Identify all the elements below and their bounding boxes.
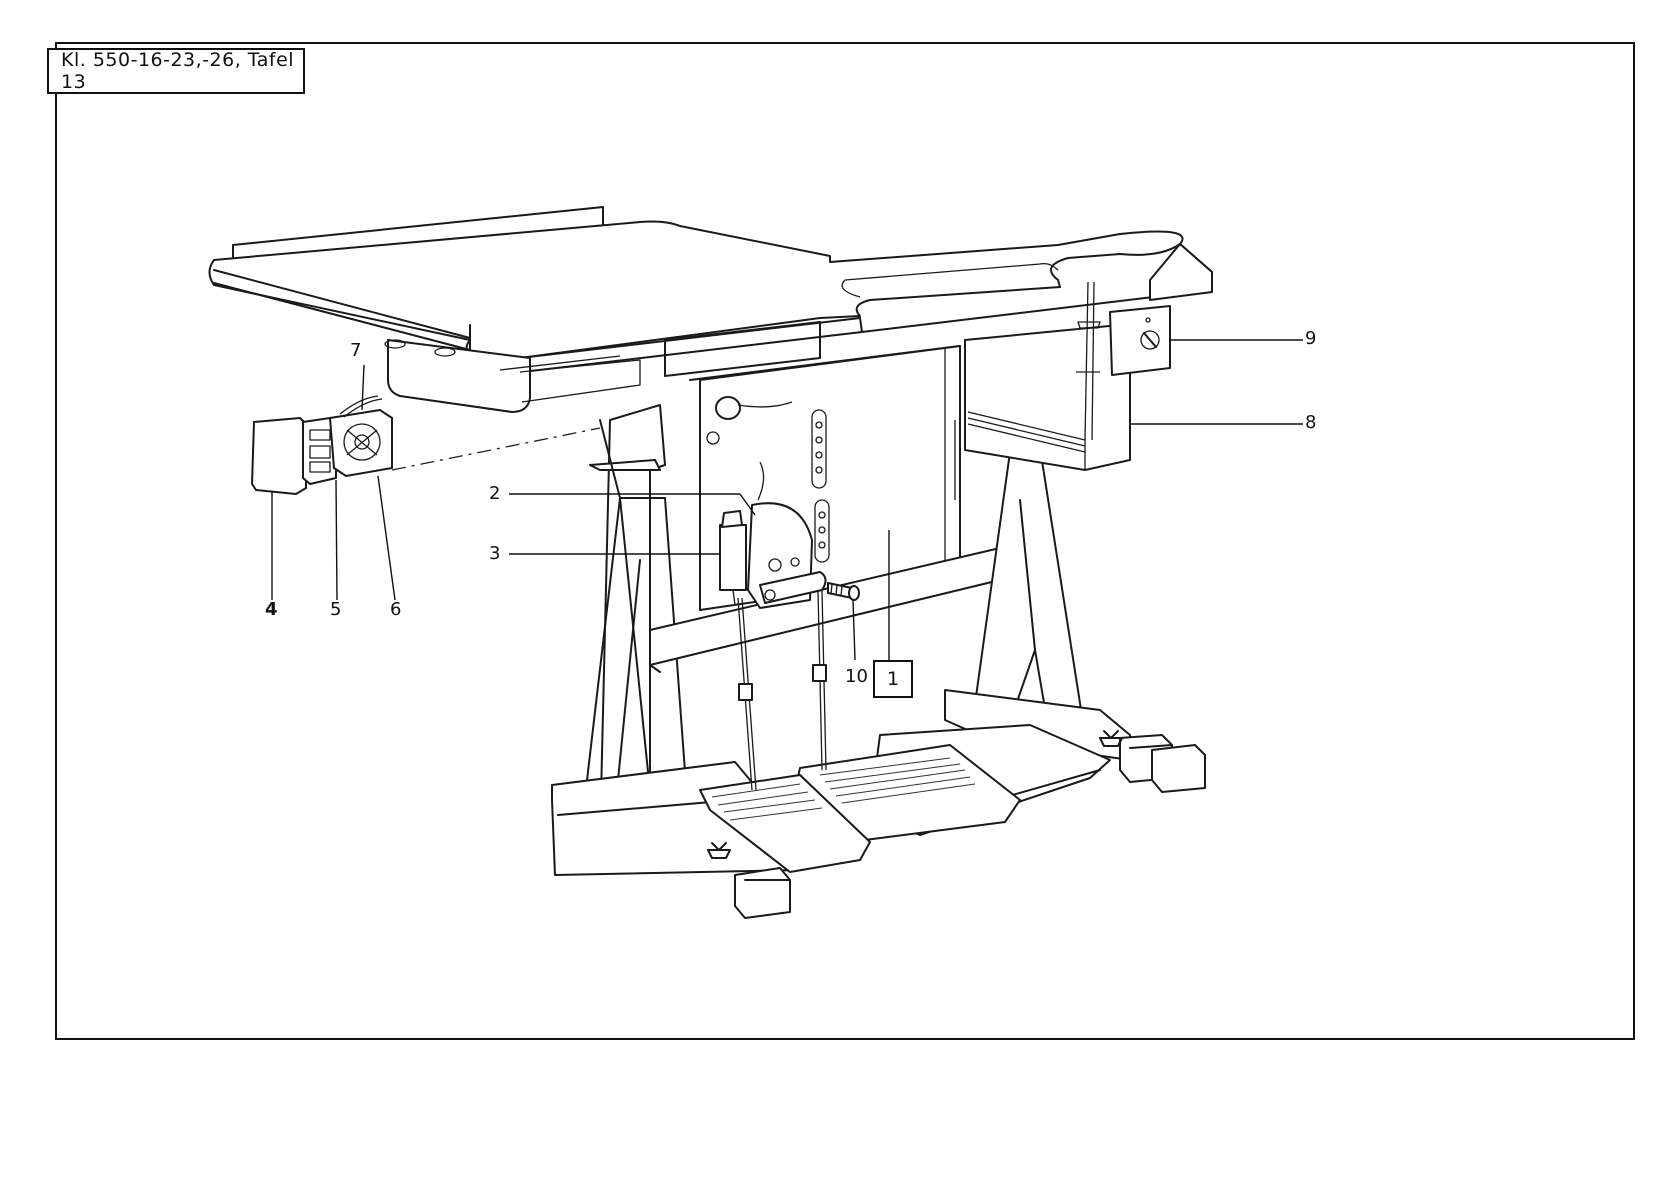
callout-7: 7 (350, 342, 361, 360)
callout-6: 6 (390, 601, 401, 619)
callout-9: 9 (1305, 330, 1316, 348)
callout-5: 5 (330, 601, 341, 619)
exploded-assembly (252, 396, 600, 494)
light-box (965, 324, 1130, 470)
callout-1-boxed: 1 (873, 660, 913, 698)
switch-box (1110, 306, 1170, 375)
callout-3: 3 (489, 545, 500, 563)
callout-4: 4 (265, 601, 278, 619)
callout-10: 10 (845, 668, 868, 686)
callout-8: 8 (1305, 414, 1316, 432)
callout-2: 2 (489, 485, 500, 503)
bracket-part (720, 511, 746, 605)
